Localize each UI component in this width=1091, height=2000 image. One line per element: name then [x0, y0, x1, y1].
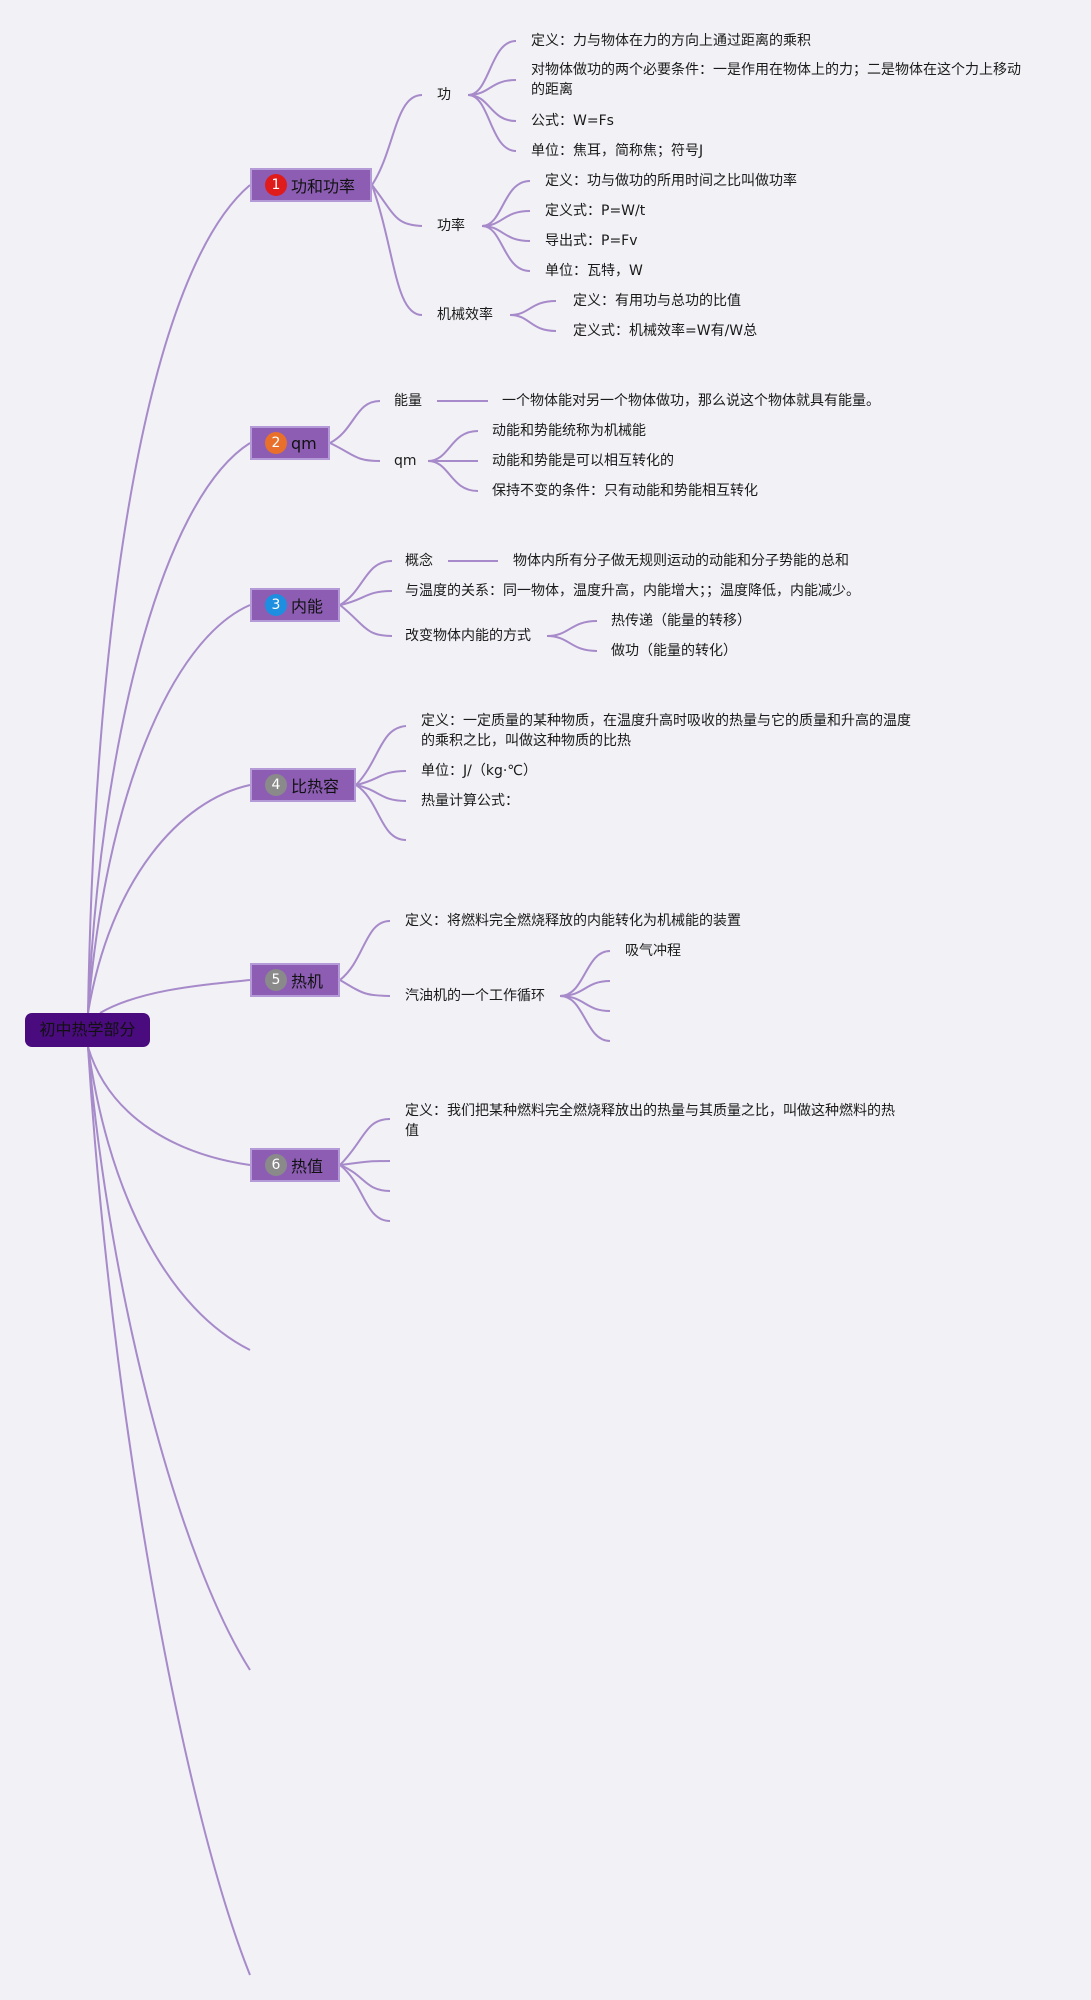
- leaf-node[interactable]: 动能和势能是可以相互转化的: [492, 453, 674, 469]
- branch-node-heating-value[interactable]: 6 热值: [250, 1148, 340, 1182]
- branch-node-heat-engine[interactable]: 5 热机: [250, 963, 340, 997]
- topic-node-qm[interactable]: qm: [394, 453, 417, 469]
- leaf-node[interactable]: 定义：力与物体在力的方向上通过距离的乘积: [531, 33, 811, 49]
- root-node[interactable]: 初中热学部分: [25, 1013, 150, 1047]
- topic-node-temperature[interactable]: 与温度的关系：同一物体，温度升高，内能增大；；温度降低，内能减少。: [405, 583, 860, 599]
- leaf-node[interactable]: 定义：有用功与总功的比值: [573, 293, 741, 309]
- leaf-node[interactable]: 做功（能量的转化）: [611, 643, 737, 659]
- branch-label: 功和功率: [291, 177, 356, 196]
- number-badge: 3: [265, 594, 287, 616]
- number-badge: 2: [265, 432, 287, 454]
- topic-node-power[interactable]: 功率: [437, 218, 465, 234]
- leaf-node[interactable]: 单位：焦耳，简称焦；符号J: [531, 143, 704, 159]
- leaf-node[interactable]: 单位：瓦特，W: [545, 263, 643, 279]
- topic-node-energy[interactable]: 能量: [394, 393, 422, 409]
- branch-node-qm[interactable]: 2 qm: [250, 426, 330, 460]
- number-badge: 6: [265, 1154, 287, 1176]
- branch-label: 比热容: [291, 777, 340, 796]
- leaf-node[interactable]: 热传递（能量的转移）: [611, 613, 751, 629]
- leaf-node[interactable]: 定义式：P=W/t: [545, 203, 646, 219]
- topic-node-change-methods[interactable]: 改变物体内能的方式: [405, 628, 531, 644]
- leaf-node[interactable]: 吸气冲程: [625, 943, 681, 959]
- branch-node-specific-heat[interactable]: 4 比热容: [250, 768, 356, 802]
- leaf-node[interactable]: 导出式：P=Fv: [545, 233, 638, 249]
- topic-node-engine-cycle[interactable]: 汽油机的一个工作循环: [405, 988, 545, 1004]
- topic-node-work[interactable]: 功: [437, 87, 451, 103]
- branch-label: 热值: [291, 1157, 324, 1176]
- leaf-node[interactable]: 定义：我们把某种燃料完全燃烧释放出的热量与其质量之比，叫做这种燃料的热值: [405, 1103, 895, 1139]
- leaf-node[interactable]: 定义：一定质量的某种物质，在温度升高时吸收的热量与它的质量和升高的温度的乘积之比…: [421, 713, 911, 749]
- number-badge: 1: [265, 174, 287, 196]
- topic-node-engine-definition[interactable]: 定义：将燃料完全燃烧释放的内能转化为机械能的装置: [405, 913, 741, 929]
- leaf-node[interactable]: 公式：W=Fs: [531, 113, 614, 129]
- topic-node-concept[interactable]: 概念: [405, 553, 433, 569]
- leaf-node[interactable]: 定义：功与做功的所用时间之比叫做功率: [545, 173, 797, 189]
- leaf-node[interactable]: 一个物体能对另一个物体做功，那么说这个物体就具有能量。: [502, 393, 880, 409]
- leaf-node[interactable]: 对物体做功的两个必要条件：一是作用在物体上的力；二是物体在这个力上移动的距离: [531, 62, 1021, 98]
- number-badge: 5: [265, 969, 287, 991]
- branch-label: 内能: [291, 597, 324, 616]
- branch-label: qm: [291, 433, 317, 453]
- leaf-node[interactable]: 保持不变的条件：只有动能和势能相互转化: [492, 483, 758, 499]
- leaf-node[interactable]: 单位：J/（kg·℃）: [421, 763, 538, 779]
- branch-label: 热机: [291, 972, 324, 991]
- topic-node-efficiency[interactable]: 机械效率: [437, 307, 493, 323]
- number-badge: 4: [265, 774, 287, 796]
- leaf-node[interactable]: 动能和势能统称为机械能: [492, 423, 646, 439]
- branch-node-work-power[interactable]: 1 功和功率: [250, 168, 372, 202]
- leaf-node[interactable]: 物体内所有分子做无规则运动的动能和分子势能的总和: [513, 553, 849, 569]
- leaf-node[interactable]: 定义式：机械效率=W有/W总: [573, 323, 758, 339]
- branch-node-internal-energy[interactable]: 3 内能: [250, 588, 340, 622]
- leaf-node[interactable]: 热量计算公式：: [421, 793, 519, 809]
